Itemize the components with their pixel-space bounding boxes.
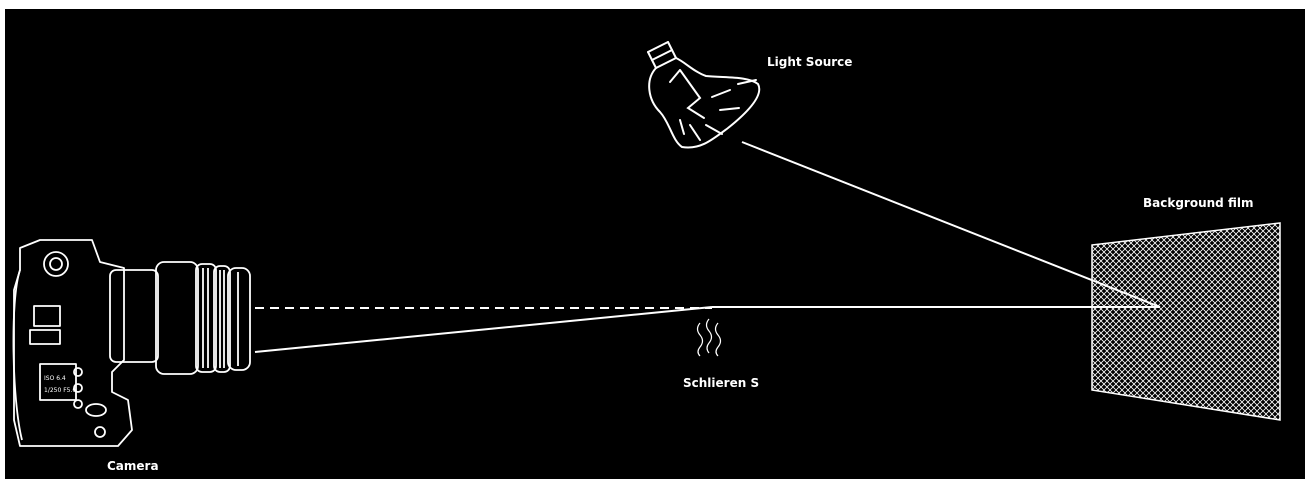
light-ray [742, 142, 1160, 307]
deflected-ray [255, 307, 712, 352]
heat-wave-icon [698, 319, 721, 356]
svg-text:ISO 6.4: ISO 6.4 [44, 375, 66, 382]
light-source-label: Light Source [767, 55, 852, 69]
light-bulb-icon [648, 42, 759, 148]
schlieren-label: Schlieren S [683, 376, 759, 390]
background-film [1092, 223, 1280, 420]
dslr-camera-icon: ISO 6.4 1/250 F5.6 [13, 240, 250, 446]
svg-text:1/250 F5.6: 1/250 F5.6 [44, 387, 76, 394]
background-film-label: Background film [1143, 196, 1253, 210]
camera-label: Camera [107, 459, 159, 473]
